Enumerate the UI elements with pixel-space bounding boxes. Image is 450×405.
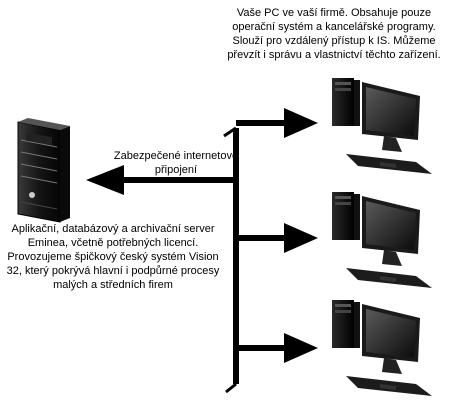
network-trunk (223, 126, 239, 394)
server-description: Aplikační, databázový a archivační serve… (6, 223, 220, 291)
arrow-to-server (86, 165, 236, 195)
arrow-to-pc-1 (236, 108, 318, 138)
workstation-3-icon (332, 300, 432, 396)
workstation-2-icon (332, 192, 432, 288)
arrow-to-pc-2 (236, 223, 318, 253)
workstation-description: Vaše PC ve vaší firmě. Obsahuje pouze op… (227, 7, 441, 61)
arrow-to-pc-3 (236, 333, 318, 363)
server-tower-icon (17, 118, 70, 223)
workstation-1-icon (332, 78, 432, 174)
connection-label: Zabezpečené internetové připojení (113, 150, 239, 176)
